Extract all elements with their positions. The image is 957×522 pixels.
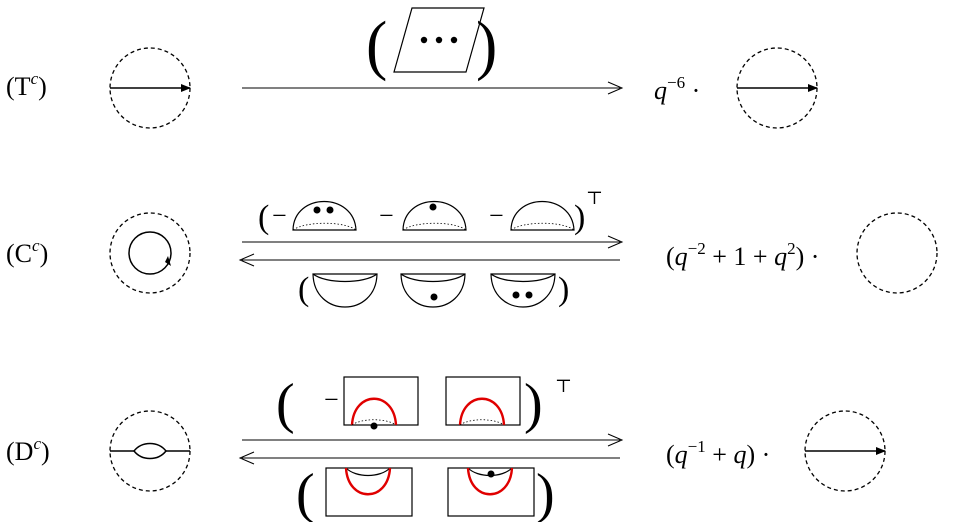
arrowhead-harpoon xyxy=(238,451,255,465)
arrowhead-harpoon xyxy=(238,253,255,267)
oriented-circle xyxy=(128,231,172,275)
circle-arrowhead xyxy=(165,256,171,266)
transpose-symbol: ⊤ xyxy=(555,376,572,396)
row-c: ( − − − ) ⊤ ( xyxy=(109,188,938,308)
arrowhead-harpoon xyxy=(607,235,624,249)
paren-close: ) xyxy=(574,199,585,236)
dashed-disk xyxy=(856,212,938,294)
dot xyxy=(435,36,443,44)
cap-no-dot xyxy=(510,200,575,231)
dashed-disk xyxy=(109,212,191,294)
paren-open: ( xyxy=(298,271,309,308)
relation-letter: T xyxy=(14,72,31,101)
cap-two-dots xyxy=(292,200,357,231)
relation-superscript: c xyxy=(33,434,41,453)
digon xyxy=(133,442,167,460)
rhs-coefficient-d: (q−1 + q) · xyxy=(666,437,771,469)
minus-sign: − xyxy=(324,385,339,414)
arrowhead-harpoon xyxy=(607,81,624,95)
minus-sign: − xyxy=(272,201,287,230)
foam-seam-dot-inside xyxy=(445,376,521,426)
minus-sign: − xyxy=(489,201,504,230)
paren-open: ( xyxy=(258,199,269,236)
rhs-coefficient-c: (q−2 + 1 + q2) · xyxy=(666,239,820,271)
row-d: ( − ) ⊤ ( xyxy=(109,373,886,522)
relation-label-t: (Tc) xyxy=(6,69,47,101)
paren-open: ( xyxy=(296,463,315,522)
row-t: ( ) xyxy=(109,7,818,129)
paren-close: ) xyxy=(536,463,555,522)
cap-one-dot xyxy=(402,200,467,231)
minus-sign: − xyxy=(379,201,394,230)
foam-cup-seam xyxy=(325,467,413,517)
paren-close: ) xyxy=(476,9,497,83)
foam-seam-dot-below xyxy=(343,376,419,430)
rhs-coefficient-t: q−6 · xyxy=(654,73,701,105)
cup-no-dot xyxy=(312,273,378,308)
arrowhead-harpoon xyxy=(607,433,624,447)
relation-label-c: (Cc) xyxy=(6,236,49,268)
cup-two-dots xyxy=(490,273,556,308)
paren-open: ( xyxy=(366,9,387,83)
paren-open: ( xyxy=(276,373,295,435)
dot xyxy=(450,36,458,44)
relation-superscript: c xyxy=(32,236,40,255)
paren-close: ) xyxy=(558,271,569,308)
relation-label-d: (Dc) xyxy=(6,434,50,466)
cup-one-dot xyxy=(400,273,466,308)
dot xyxy=(420,36,428,44)
relation-letter: D xyxy=(14,437,34,466)
foam-cup-seam-dot xyxy=(447,467,535,517)
transpose-symbol: ⊤ xyxy=(586,188,603,208)
relation-superscript: c xyxy=(30,69,39,88)
paren-close: ) xyxy=(524,373,543,435)
relation-letter: C xyxy=(14,239,33,268)
